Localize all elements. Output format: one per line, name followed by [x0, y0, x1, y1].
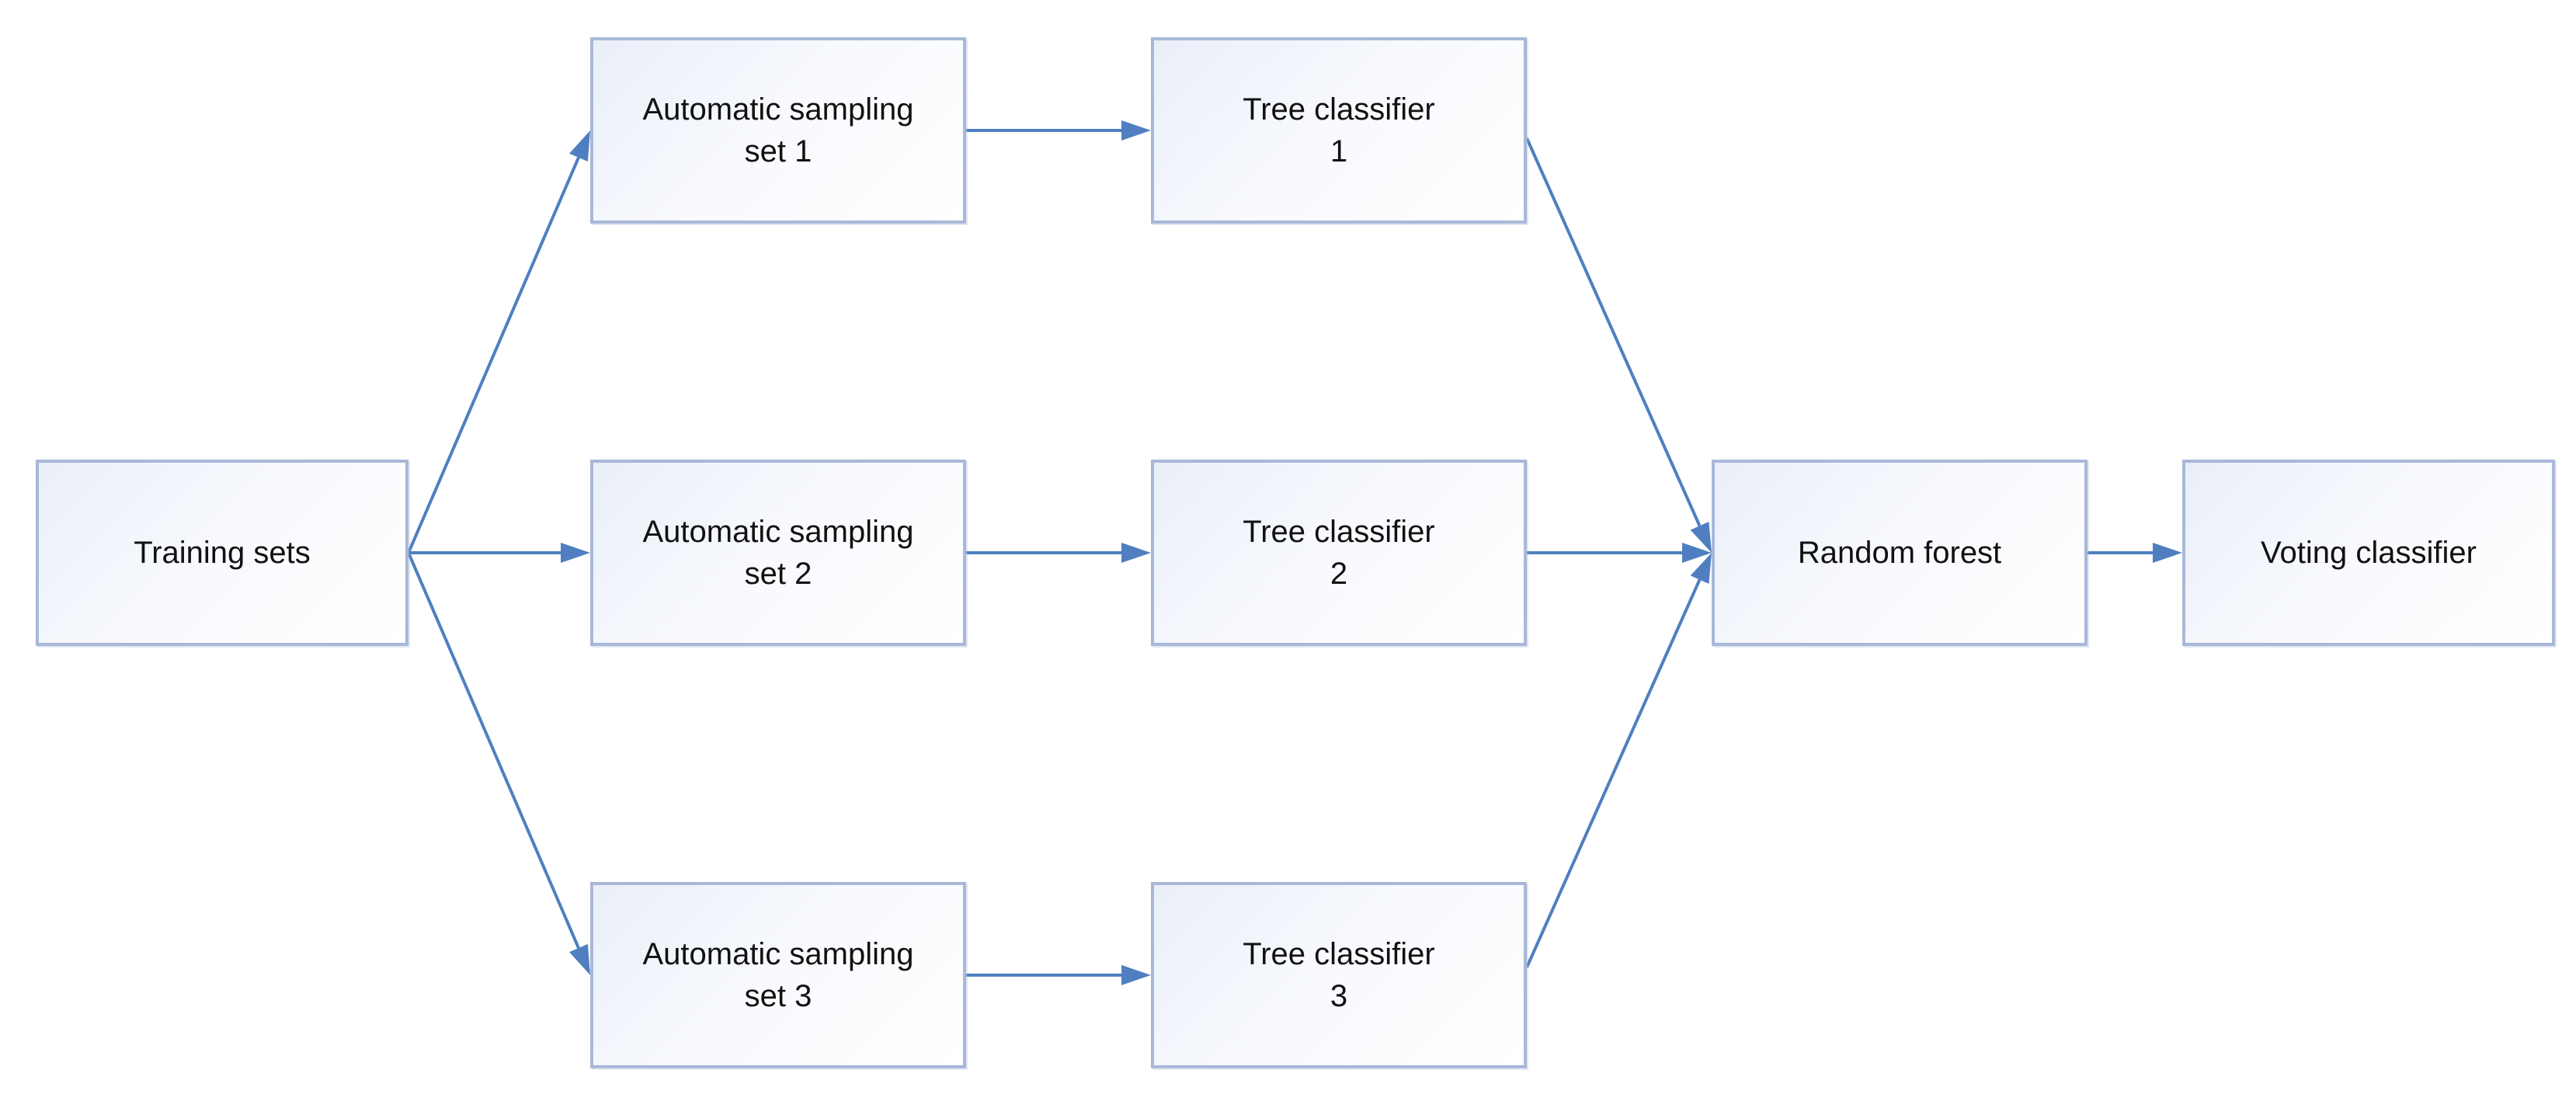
edge-sampling2-to-tree2-arrowhead [1121, 543, 1151, 563]
node-automatic-sampling-set-3-line2: set 3 [744, 979, 812, 1013]
node-random-forest-label: Random forest [1797, 536, 2002, 570]
edge-training-to-sampling3 [407, 552, 590, 975]
edge-training-to-sampling3-arrowhead [569, 943, 590, 975]
edge-training-to-sampling3-line [407, 552, 580, 949]
node-tree-classifier-1-line1: Tree classifier [1243, 92, 1435, 127]
node-random-forest: Random forest [1712, 460, 2088, 646]
edge-forest-to-voting-arrowhead [2153, 543, 2182, 563]
node-tree-classifier-3-line1: Tree classifier [1243, 937, 1435, 971]
edge-sampling2-to-tree2 [966, 543, 1151, 563]
edge-training-to-sampling2-arrowhead [561, 543, 590, 563]
node-training-sets: Training sets [36, 460, 408, 646]
edge-training-to-sampling1 [407, 130, 590, 554]
edge-sampling3-to-tree3-arrowhead [1121, 965, 1151, 985]
node-tree-classifier-2-line1: Tree classifier [1243, 515, 1435, 549]
node-tree-classifier-3-line2: 3 [1330, 979, 1348, 1013]
edge-tree1-to-forest [1525, 137, 1712, 553]
node-voting-classifier: Voting classifier [2182, 460, 2555, 646]
edge-sampling3-to-tree3 [966, 965, 1151, 985]
edge-training-to-sampling1-arrowhead [569, 130, 590, 162]
edge-tree3-to-forest [1525, 553, 1712, 968]
edge-tree2-to-forest-arrowhead [1682, 543, 1712, 563]
node-automatic-sampling-set-2-line2: set 2 [744, 557, 812, 591]
edge-sampling1-to-tree1 [966, 120, 1151, 141]
node-automatic-sampling-set-3-line1: Automatic sampling [642, 937, 914, 971]
node-automatic-sampling-set-2-line1: Automatic sampling [642, 515, 914, 549]
node-tree-classifier-2-line2: 2 [1330, 557, 1348, 591]
edge-tree1-to-forest-arrowhead [1690, 521, 1712, 553]
edge-training-to-sampling1-line [407, 157, 580, 554]
node-tree-classifier-1-line2: 1 [1330, 134, 1348, 168]
edge-tree1-to-forest-line [1525, 137, 1702, 527]
node-tree-classifier-3: Tree classifier 3 [1151, 882, 1527, 1068]
edge-tree3-to-forest-line [1525, 578, 1702, 968]
edge-forest-to-voting [2088, 543, 2182, 563]
node-automatic-sampling-set-3: Automatic sampling set 3 [590, 882, 966, 1068]
edge-sampling1-to-tree1-arrowhead [1121, 120, 1151, 141]
edges-layer [407, 120, 2182, 985]
node-automatic-sampling-set-1-line1: Automatic sampling [642, 92, 914, 127]
node-tree-classifier-2: Tree classifier 2 [1151, 460, 1527, 646]
node-voting-classifier-label: Voting classifier [2261, 536, 2477, 570]
node-automatic-sampling-set-2: Automatic sampling set 2 [590, 460, 966, 646]
node-tree-classifier-1: Tree classifier 1 [1151, 37, 1527, 224]
edge-tree2-to-forest [1527, 543, 1712, 563]
edge-tree3-to-forest-arrowhead [1690, 553, 1712, 585]
edge-training-to-sampling2 [408, 543, 590, 563]
node-training-sets-label: Training sets [134, 536, 311, 570]
node-automatic-sampling-set-1: Automatic sampling set 1 [590, 37, 966, 224]
node-automatic-sampling-set-1-line2: set 1 [744, 134, 812, 168]
